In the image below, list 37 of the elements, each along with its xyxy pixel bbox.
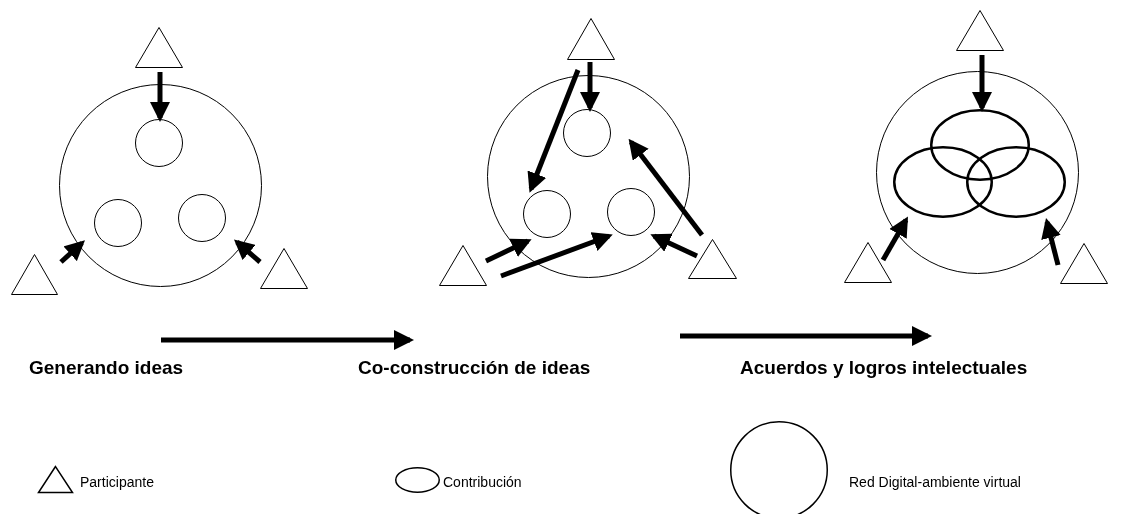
participant-triangle	[1060, 243, 1108, 284]
network-circle	[876, 71, 1079, 274]
arrow	[1041, 218, 1061, 266]
arrow	[150, 72, 170, 122]
arrow	[59, 240, 85, 264]
participant-triangle	[260, 248, 308, 289]
participant-triangle	[844, 242, 892, 283]
contribution-circle	[607, 188, 655, 236]
arrow	[880, 216, 909, 262]
contribution-circle	[523, 190, 571, 238]
contribution-ellipse	[930, 109, 1030, 181]
arrow	[650, 233, 699, 259]
participant-triangle	[567, 18, 615, 60]
contribution-circle	[94, 199, 142, 247]
contribution-circle	[135, 119, 183, 167]
arrow	[500, 232, 613, 279]
legend-label: Red Digital-ambiente virtual	[849, 474, 1021, 490]
legend-label: Contribución	[443, 474, 522, 490]
participant-triangle	[688, 239, 737, 279]
network-circle	[59, 84, 262, 287]
arrow	[527, 69, 581, 193]
arrow	[628, 138, 704, 237]
stage-title: Generando ideas	[29, 357, 184, 379]
participant-triangle	[11, 254, 58, 295]
arrow	[580, 62, 600, 112]
participant-triangle	[439, 245, 487, 286]
participant-triangle	[956, 10, 1004, 51]
contribution-ellipse	[966, 146, 1066, 218]
contribution-circle	[563, 109, 611, 157]
arrow	[484, 238, 532, 264]
contribution-ellipse	[893, 146, 993, 218]
stage-title: Acuerdos y logros intelectuales	[740, 357, 1028, 379]
stage-title: Co-construcción de ideas	[358, 357, 591, 379]
legend-label: Participante	[80, 474, 154, 490]
contribution-circle	[178, 194, 226, 242]
participant-triangle	[135, 27, 183, 68]
network-circle	[487, 75, 690, 278]
